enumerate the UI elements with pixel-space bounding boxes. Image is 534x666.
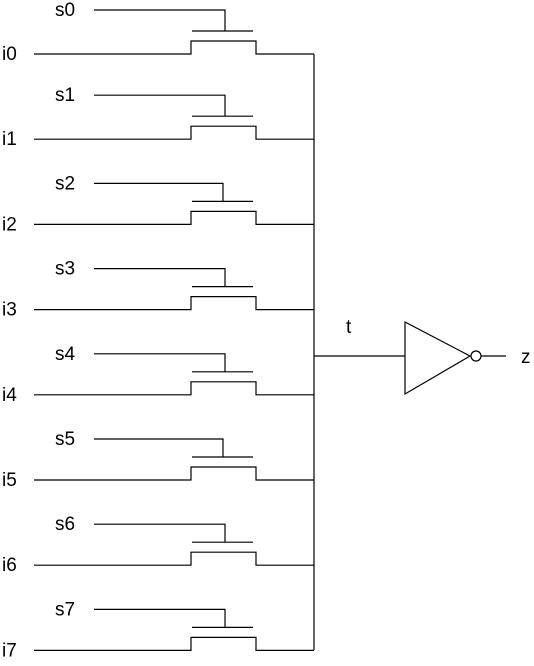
select-label-s6: s6 — [55, 514, 75, 535]
select-wire-s4 — [94, 353, 226, 372]
input-label-i0: i0 — [2, 44, 17, 65]
input-label-i3: i3 — [2, 300, 17, 321]
select-wire-s2 — [94, 182, 224, 202]
channel-wire-5 — [34, 466, 314, 481]
channel-wire-7 — [34, 636, 314, 652]
select-label-s2: s2 — [55, 173, 75, 194]
select-label-s1: s1 — [55, 85, 75, 106]
select-label-s3: s3 — [55, 259, 75, 280]
channel-wire-1 — [34, 125, 314, 140]
select-wire-s0 — [94, 9, 226, 31]
channel-wire-0 — [34, 40, 314, 55]
pass-transistor-stages: s0 i0 s1 i1 s2 i2 s3 i3 s4 i4 s5 i5 s6 i6 s7 i7 — [2, 0, 314, 661]
select-label-s0: s0 — [55, 0, 75, 21]
channel-wire-3 — [34, 296, 314, 311]
input-label-i6: i6 — [2, 555, 17, 576]
input-label-i4: i4 — [2, 385, 17, 406]
select-wire-s7 — [94, 608, 226, 628]
select-label-s4: s4 — [55, 344, 76, 365]
input-label-i2: i2 — [2, 214, 17, 235]
inverter-bubble — [470, 350, 482, 362]
channel-wire-2 — [34, 210, 314, 225]
input-label-i5: i5 — [2, 470, 17, 491]
output-z-label: z — [521, 347, 531, 368]
select-wire-s1 — [94, 94, 226, 117]
select-wire-s5 — [94, 438, 224, 457]
select-wire-s3 — [94, 268, 226, 287]
inverter-triangle — [404, 321, 472, 396]
channel-wire-6 — [34, 551, 314, 566]
node-t-label: t — [346, 317, 352, 338]
select-label-s5: s5 — [55, 429, 75, 450]
select-wire-s6 — [94, 523, 226, 543]
channel-wire-4 — [34, 381, 314, 396]
input-label-i1: i1 — [2, 129, 17, 150]
select-label-s7: s7 — [55, 599, 75, 620]
input-label-i7: i7 — [2, 640, 17, 661]
